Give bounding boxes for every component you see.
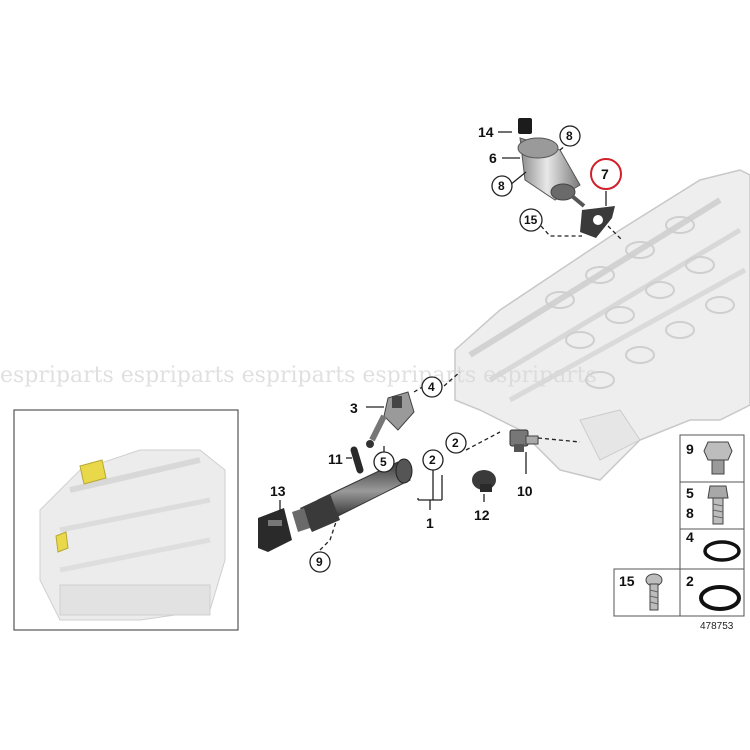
connector-part-13: [258, 508, 292, 552]
callout-13: 13: [270, 483, 286, 499]
bolt-part-11: [350, 446, 364, 474]
diagram-number: 478753: [700, 621, 734, 632]
callout-4: 4: [428, 380, 435, 394]
callout-7: 7: [601, 166, 609, 182]
sensor-part-3: [366, 391, 415, 448]
callout-11: 11: [328, 451, 343, 467]
gasket-part: [580, 206, 615, 238]
highlight-circle-7: [590, 158, 622, 190]
callout-8-lower: 8: [498, 179, 505, 193]
callout-2-upper: 2: [452, 436, 459, 450]
legend-label-15: 15: [619, 573, 635, 589]
screw-icon: [645, 573, 663, 611]
callout-14: 14: [478, 124, 494, 140]
engine-inset: [13, 409, 239, 631]
legend-label-9: 9: [686, 441, 694, 457]
callout-15: 15: [524, 213, 538, 227]
callout-2-lower: 2: [429, 453, 436, 467]
o-ring-small-icon: [703, 540, 741, 562]
legend-label-8: 8: [686, 505, 694, 521]
cylinder-head: [454, 169, 750, 481]
o-ring-large-icon: [699, 585, 741, 611]
torx-bolt-icon: [707, 485, 729, 525]
watermark: espriparts espriparts espriparts espripa…: [0, 363, 597, 388]
legend-label-2: 2: [686, 573, 694, 589]
sensor-part-10: [509, 429, 539, 452]
callout-12: 12: [474, 507, 490, 523]
callout-9: 9: [316, 555, 323, 569]
legend-panel: 9 5 8 4 15 2 478753: [613, 434, 745, 632]
callouts: 14 6 8 8 7 15 4 3 11 5 2 2 1 13 9 12 10: [270, 124, 622, 573]
callout-5: 5: [380, 455, 387, 469]
servomotor-part: [517, 118, 586, 208]
callout-8-upper: 8: [566, 129, 573, 143]
hex-bolt-icon: [703, 441, 733, 475]
legend-label-5: 5: [686, 485, 694, 501]
cap-part-12: [472, 470, 496, 492]
callout-10: 10: [517, 483, 533, 499]
legend-label-4: 4: [686, 529, 694, 545]
solenoid-valve-part: [292, 458, 413, 532]
callout-6: 6: [489, 150, 497, 166]
callout-3: 3: [350, 400, 358, 416]
callout-1: 1: [426, 515, 434, 531]
